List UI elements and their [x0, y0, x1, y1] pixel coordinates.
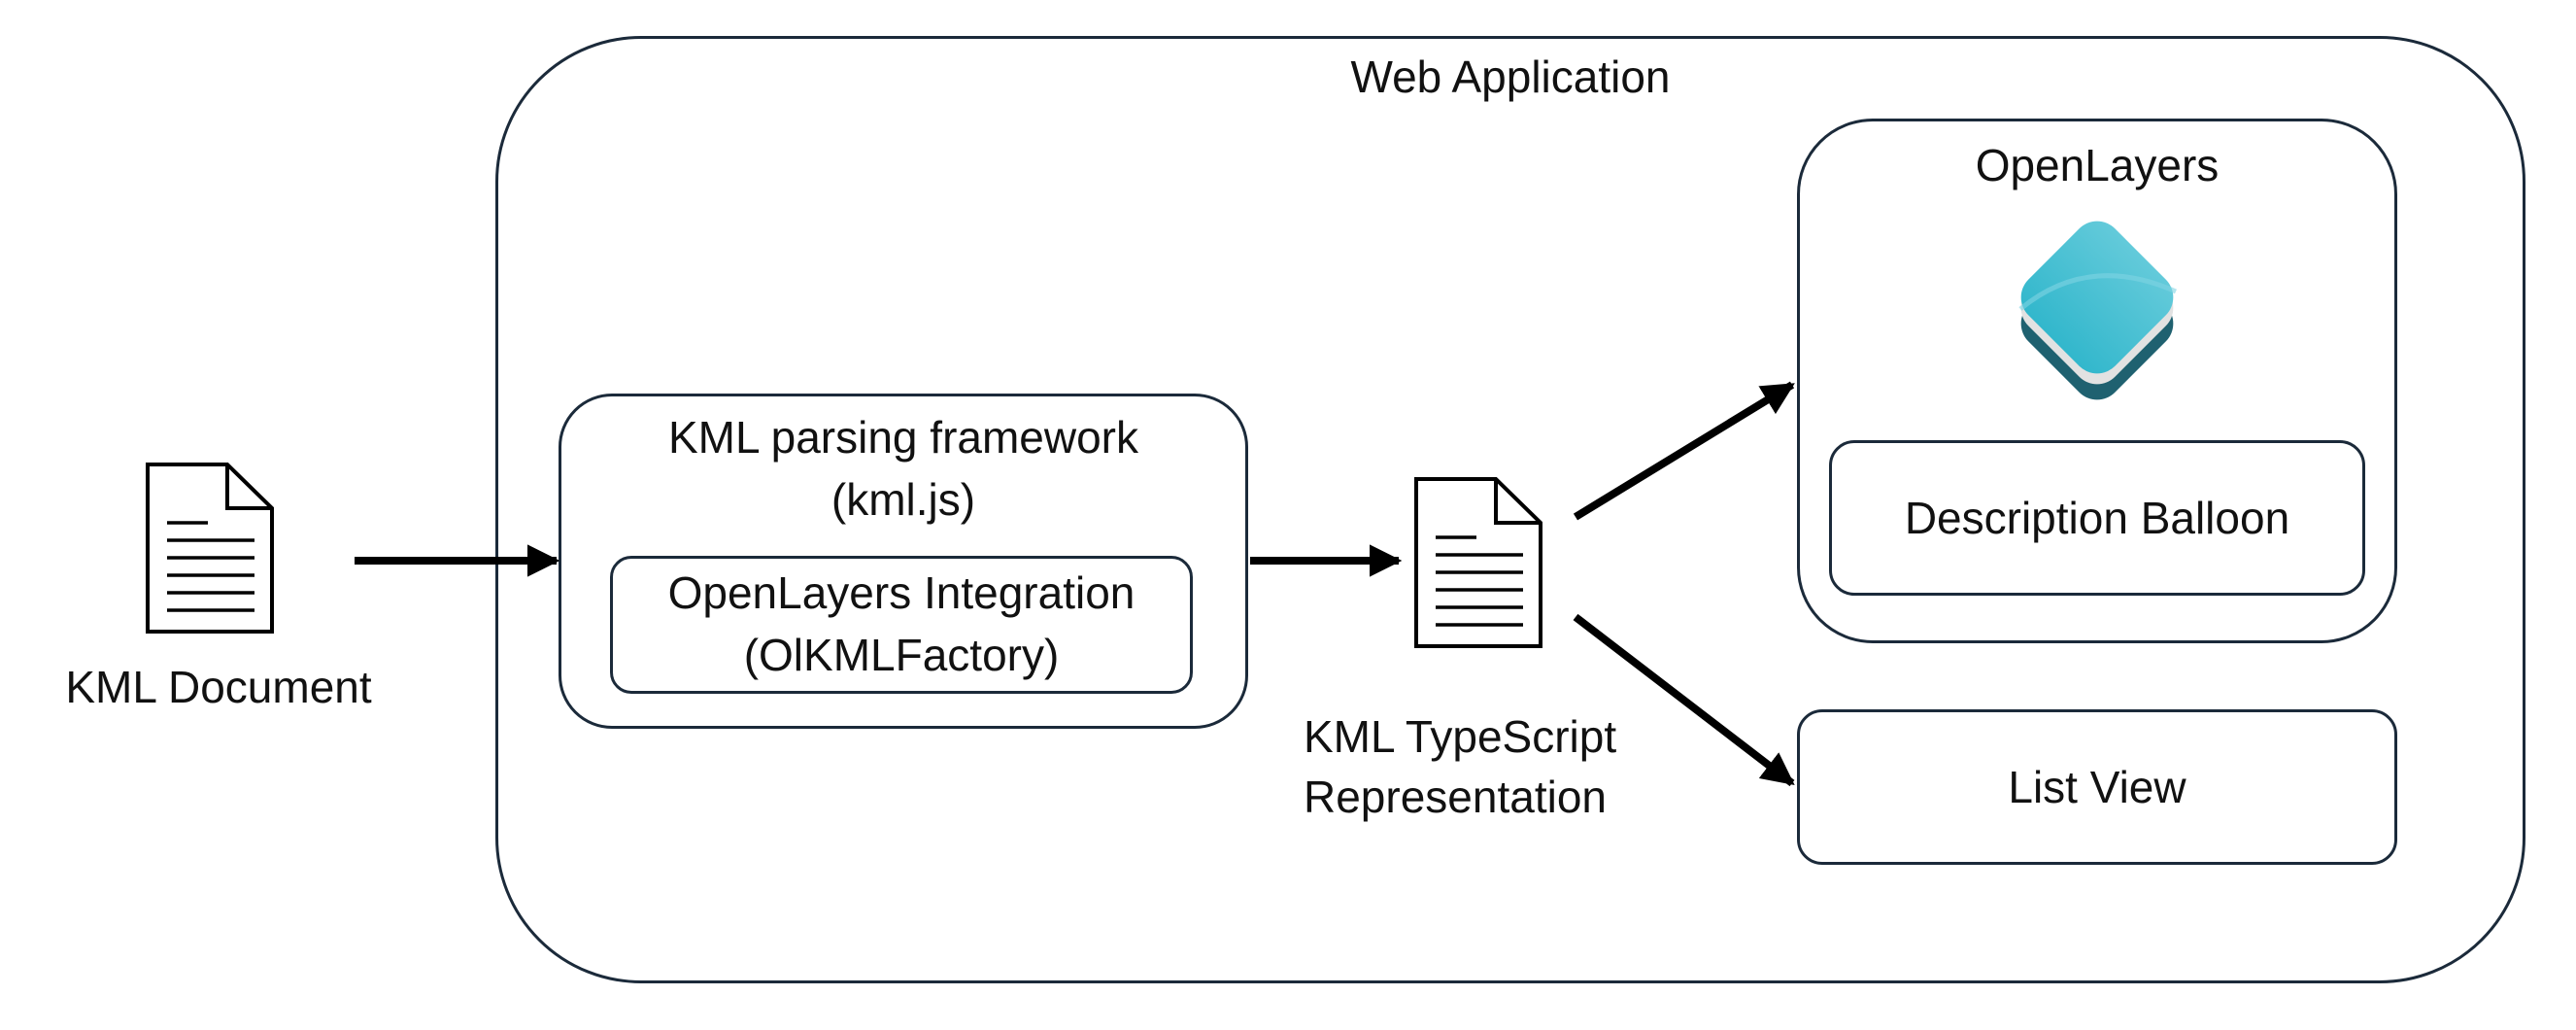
openlayers-title: OpenLayers	[1975, 140, 2220, 190]
list-view-label: List View	[2008, 762, 2186, 812]
typescript-representation-label-line2: Representation	[1304, 772, 1607, 822]
parsing-framework-subtitle: (kml.js)	[830, 474, 976, 525]
parsing-framework-title: KML parsing framework	[667, 412, 1138, 463]
arrow-representation-to-list-view	[1573, 613, 1795, 787]
openlayers-integration-title: OpenLayers Integration	[667, 567, 1135, 618]
web-application-title: Web Application	[1350, 52, 1671, 102]
description-balloon-box	[1829, 440, 2365, 596]
document-icon	[1414, 477, 1542, 648]
kml-document-label: KML Document	[65, 662, 372, 712]
description-balloon-label: Description Balloon	[1904, 493, 2290, 543]
list-view-box	[1797, 709, 2397, 865]
openlayers-integration-subtitle: (OlKMLFactory)	[743, 630, 1060, 680]
openlayers-integration-box	[610, 556, 1193, 694]
openlayers-logo-icon	[2018, 221, 2178, 400]
typescript-representation-label-line1: KML TypeScript	[1304, 711, 1617, 762]
arrow-representation-to-openlayers	[1573, 381, 1795, 521]
document-icon	[146, 463, 274, 634]
